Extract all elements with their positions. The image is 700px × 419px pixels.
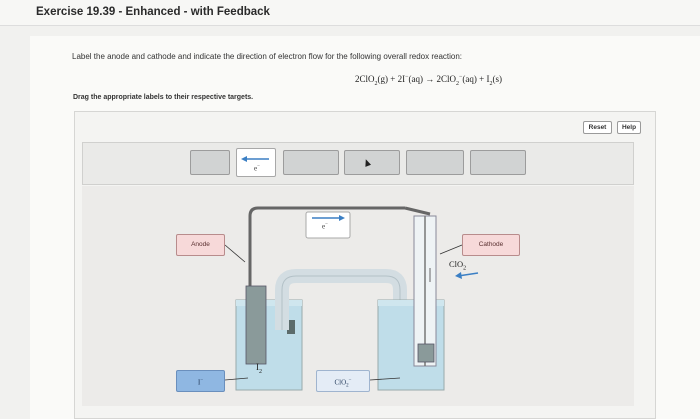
- iodide-label[interactable]: I−: [176, 370, 225, 392]
- electron-left-chip[interactable]: [236, 148, 276, 177]
- iodine-label: I2: [256, 362, 262, 375]
- anode-label[interactable]: Anode: [176, 234, 225, 256]
- redox-equation: 2ClO2(g) + 2I−(aq) → 2ClO2−(aq) + I2(s): [355, 74, 502, 87]
- wire-electron-chip: [305, 211, 351, 239]
- drag-instruction: Drag the appropriate labels to their res…: [73, 94, 254, 101]
- label-slot-5[interactable]: [470, 150, 526, 175]
- label-slot-4[interactable]: [406, 150, 464, 175]
- wire-electron-label: e−: [322, 222, 328, 231]
- header-bar: Exercise 19.39 - Enhanced - with Feedbac…: [0, 0, 700, 26]
- chlorite-label[interactable]: ClO2−: [316, 370, 370, 392]
- iodide-pointer-line: [224, 377, 249, 381]
- electron-chip-label: e−: [254, 164, 260, 173]
- question-prompt: Label the anode and cathode and indicate…: [72, 52, 463, 61]
- help-button[interactable]: Help: [617, 121, 641, 134]
- right-arrowhead-icon: [339, 215, 345, 221]
- electrochemical-cell-area: [82, 186, 634, 406]
- external-wire: [248, 206, 405, 286]
- anode-beaker-rim: [236, 300, 302, 306]
- salt-bridge-outline: [281, 275, 401, 330]
- left-arrow-icon: [241, 156, 269, 162]
- gas-arrowhead-icon: [455, 272, 462, 279]
- exercise-title: Exercise 19.39 - Enhanced - with Feedbac…: [36, 6, 270, 18]
- chlorine-dioxide-gas-label: ClO2: [449, 259, 467, 272]
- reset-button[interactable]: Reset: [583, 121, 612, 134]
- cathode-beaker-rim: [378, 300, 444, 306]
- wire-clip: [404, 206, 431, 216]
- cathode-pointer-line: [439, 244, 463, 255]
- label-slot-3[interactable]: [344, 150, 400, 175]
- label-slot-2[interactable]: [283, 150, 339, 175]
- label-slot-1[interactable]: [190, 150, 230, 175]
- anode-electrode: [245, 285, 267, 365]
- cathode-electrode: [417, 343, 435, 363]
- chlorite-pointer-line: [369, 377, 401, 381]
- cathode-label[interactable]: Cathode: [462, 234, 520, 256]
- anode-pointer-line: [224, 244, 246, 263]
- anode-tab: [287, 320, 295, 334]
